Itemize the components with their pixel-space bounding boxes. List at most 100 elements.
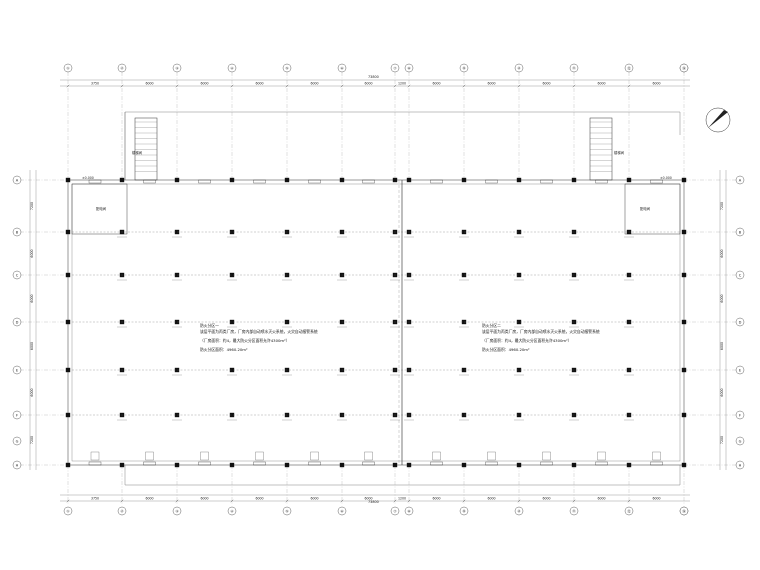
structural-column [339, 177, 345, 183]
dim-tick [407, 499, 411, 503]
dim-text-left: 6000 [30, 249, 34, 257]
dim-tick [230, 84, 234, 88]
right-service-room [624, 183, 681, 235]
dim-text-top: 1200 [398, 82, 406, 86]
dim-text-bottom: 6000 [542, 497, 550, 501]
grid-label-bottom: ⑭ [682, 508, 686, 513]
window-top [430, 179, 443, 184]
grid-label-left: B [16, 230, 19, 234]
window-bottom [308, 461, 321, 466]
grid-bubble-bottom [679, 506, 689, 516]
window-bottom [595, 461, 608, 466]
grid-bubble-bottom [404, 506, 414, 516]
window-top [485, 179, 498, 184]
grid-label-bottom: ⑦ [393, 509, 396, 513]
structural-column [516, 367, 522, 373]
dim-tick [572, 499, 576, 503]
grid-bubble-left [12, 365, 22, 375]
equipment-box [597, 451, 606, 461]
grid-bubble-top [172, 63, 182, 73]
grid-bubble-left [12, 227, 22, 237]
window-top [88, 179, 102, 184]
grid-bubble-top [337, 63, 347, 73]
grid-bubble-right [735, 270, 745, 280]
dim-text-right: 7200 [720, 202, 724, 210]
structural-column [406, 177, 412, 183]
grid-label-bottom: ⑥ [340, 509, 344, 513]
dim-text-top: 6000 [542, 82, 550, 86]
dim-text-right: 6000 [720, 388, 724, 396]
equipment-box [487, 451, 496, 461]
grid-label-top: ⑥ [340, 66, 344, 70]
dim-text-right: 6000 [720, 249, 724, 257]
structural-column [229, 319, 235, 325]
window-bottom [362, 461, 375, 466]
grid-label-bottom: ① [66, 509, 69, 513]
structural-column [516, 319, 522, 325]
grid-label-top: ⑪ [572, 65, 576, 70]
grid-bubble-top [63, 63, 73, 73]
dim-text-bottom: 6000 [652, 497, 660, 501]
grid-label-top: ⑭ [682, 65, 686, 70]
structural-column [174, 462, 180, 468]
dim-tick [340, 84, 344, 88]
window-bottom [143, 461, 156, 466]
window-bottom [430, 461, 443, 466]
window-top [308, 179, 321, 184]
grid-label-bottom: ⑫ [627, 508, 631, 513]
window-top [595, 179, 608, 184]
structural-column [681, 367, 687, 373]
grid-bubble-left [12, 436, 22, 446]
equipment-box [310, 451, 319, 461]
dim-text-top: 6000 [487, 82, 495, 86]
equipment-box [255, 451, 264, 461]
dim-text-top: 6000 [652, 82, 660, 86]
window-top [650, 179, 663, 184]
grid-bubble-top [679, 63, 689, 73]
dim-text-bottom: 3750 [91, 497, 99, 501]
dim-text-left: 6000 [30, 388, 34, 396]
grid-bubble-right [735, 436, 745, 446]
grid-label-right: B [739, 230, 742, 234]
grid-bubble-right [735, 410, 745, 420]
grid-bubble-right [735, 460, 745, 470]
left-stair-ramp [134, 117, 158, 181]
dim-text-top: 3750 [91, 82, 99, 86]
grid-label-right: H [739, 463, 742, 467]
grid-label-top: ⑫ [627, 65, 631, 70]
grid-label-top: ⑩ [517, 66, 520, 70]
structural-column [516, 272, 522, 278]
grid-bubble-bottom [63, 506, 73, 516]
structural-column [461, 462, 467, 468]
inner-wall [71, 183, 681, 462]
dim-text-left: 6000 [30, 342, 34, 350]
grid-label-top: ⑨ [462, 66, 466, 70]
structural-column [392, 462, 398, 468]
structural-column [284, 177, 290, 183]
equipment-box [90, 451, 100, 461]
structural-column [571, 177, 577, 183]
window-bottom [198, 461, 211, 466]
dim-tick [407, 84, 411, 88]
grid-bubble-bottom [624, 506, 634, 516]
grid-bubble-left [12, 270, 22, 280]
structural-column [516, 229, 522, 235]
grid-label-right: F [739, 413, 741, 417]
dim-tick [120, 84, 124, 88]
dim-text-bottom: 6000 [255, 497, 263, 501]
structural-column [65, 319, 71, 325]
north-arrow-icon [708, 110, 728, 128]
window-top [198, 179, 211, 184]
dim-tick [230, 499, 234, 503]
dim-text-bottom: 6000 [145, 497, 153, 501]
grid-bubble-left [12, 175, 22, 185]
grid-label-left: H [16, 463, 19, 467]
grid-label-bottom: ② [120, 509, 123, 513]
dim-tick [66, 84, 70, 88]
window-bottom [540, 461, 553, 466]
window-bottom [485, 461, 498, 466]
window-bottom [650, 461, 663, 466]
structural-column [229, 367, 235, 373]
window-top [540, 179, 553, 184]
grid-bubble-top [459, 63, 469, 73]
